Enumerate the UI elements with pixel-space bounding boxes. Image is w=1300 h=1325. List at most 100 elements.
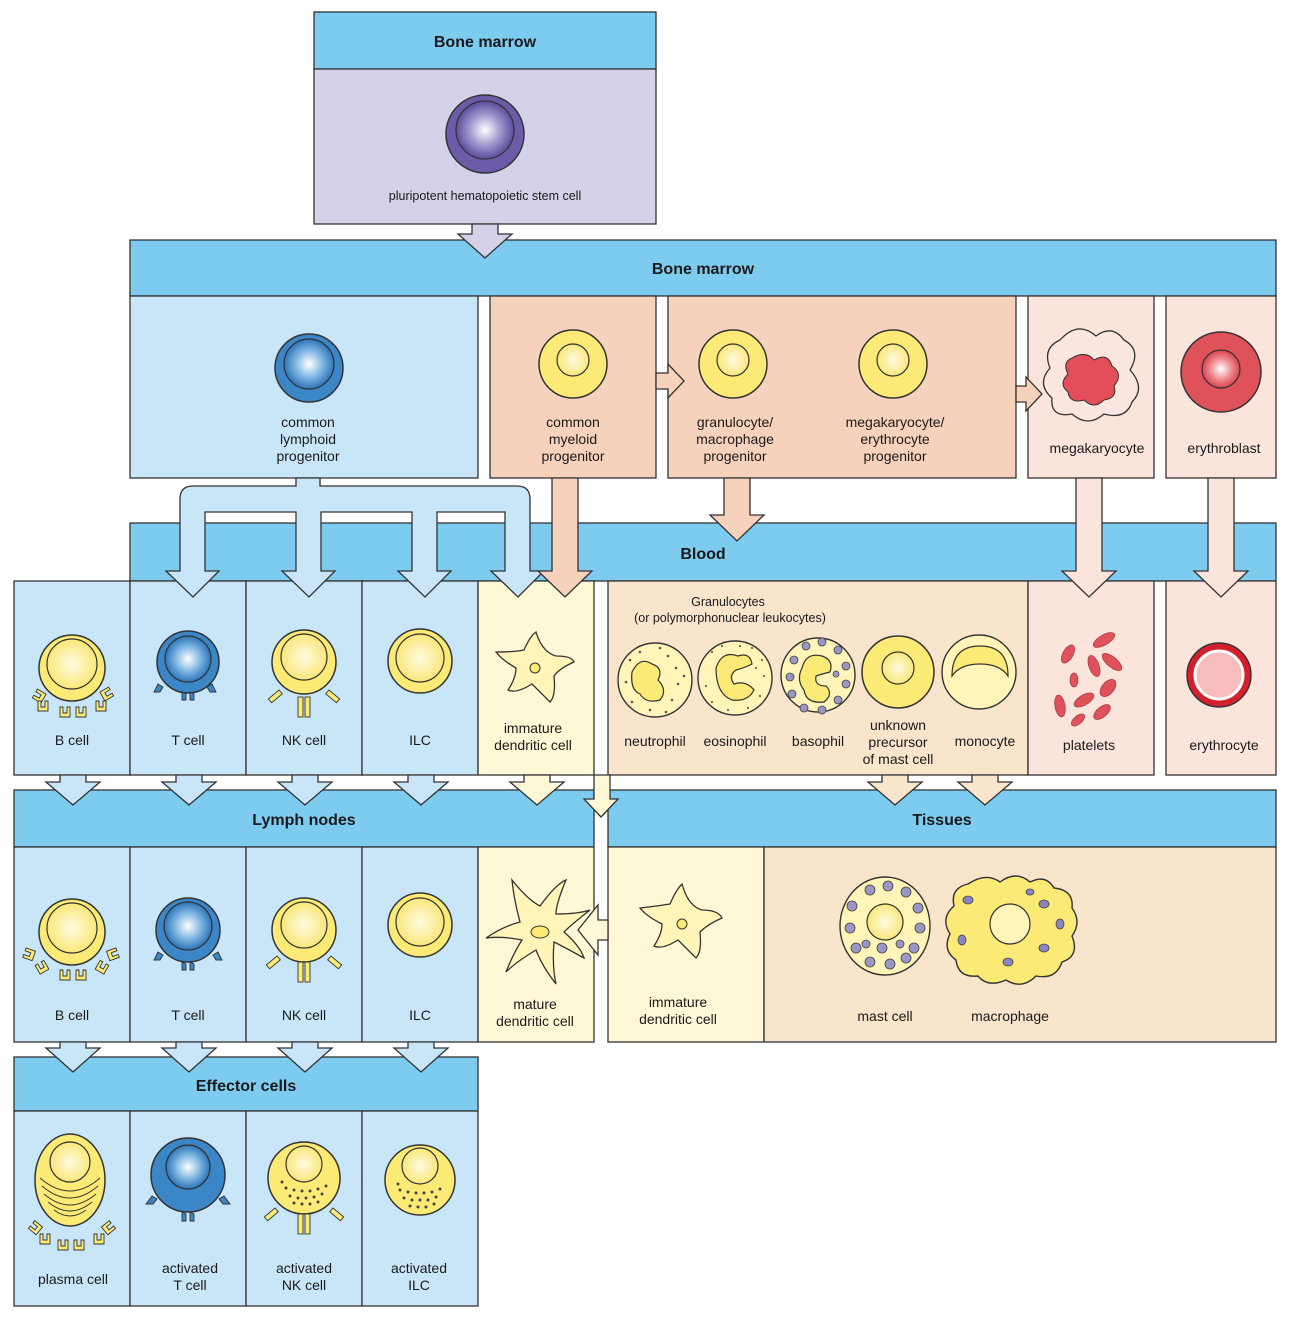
svg-text:common: common [546,414,600,430]
blood-t-cell-label: T cell [171,732,204,748]
me-progenitor-icon [858,329,928,399]
blood-ilc-label: ILC [409,732,431,748]
mature-dc-label: mature dendritic cell [496,996,574,1029]
svg-text:unknown: unknown [870,717,926,733]
stem-cell-icon [445,94,525,174]
bone-marrow-top-title: Bone marrow [434,34,537,51]
svg-text:lymphoid: lymphoid [280,431,336,447]
lymphoid-progenitor-label: common lymphoid progenitor [276,414,339,464]
arrow-blood-dc-to-lymph [508,774,566,806]
lymph-b-cell-label: B cell [55,1007,89,1023]
panel-platelets [1027,580,1155,776]
platelets-label: platelets [1063,737,1115,753]
mast-precursor-label: unknown precursor of mast cell [863,717,934,767]
basophil-icon [780,637,856,715]
blood-b-cell-icon [31,634,115,718]
activated-nk-cell-icon [263,1141,345,1235]
eosinophil-label: eosinophil [703,733,766,749]
gm-progenitor-label: granulocyte/ macrophage progenitor [696,414,774,464]
lymph-t-cell-icon [153,897,223,971]
svg-text:progenitor: progenitor [541,448,604,464]
plasma-cell-icon [27,1133,117,1251]
svg-text:immature: immature [649,994,708,1010]
arrow-lymph-nk-to-effector [276,1041,334,1073]
plasma-cell-label: plasma cell [38,1271,108,1287]
erythrocyte-icon [1186,642,1252,708]
macrophage-icon [945,875,1078,985]
arrow-blood-b-to-lymph [44,774,102,806]
svg-text:myeloid: myeloid [549,431,597,447]
arrow-tissue-dc-to-mature [577,903,609,957]
arrow-blood-ilc-to-lymph [392,774,450,806]
svg-text:dendritic cell: dendritic cell [639,1011,717,1027]
lymph-b-cell-icon [22,898,120,981]
svg-text:dendritic cell: dendritic cell [496,1013,574,1029]
erythrocyte-label: erythrocyte [1189,737,1258,753]
svg-text:mature: mature [513,996,557,1012]
lymph-ilc-icon [387,892,453,958]
arrow-blood-nk-to-lymph [276,774,334,806]
tissues-title: Tissues [912,812,971,829]
neutrophil-label: neutrophil [624,733,686,749]
svg-text:activated: activated [276,1260,332,1276]
erythroblast-icon [1180,331,1262,413]
blood-title: Blood [680,546,725,563]
activated-t-label: activated T cell [162,1260,218,1293]
arrow-myeloid-to-gm [655,362,685,400]
svg-text:progenitor: progenitor [863,448,926,464]
header-bone-marrow [129,239,1277,297]
blood-immature-dc-icon [494,630,575,703]
svg-text:T cell: T cell [173,1277,206,1293]
header-bone-marrow-top [313,11,657,70]
svg-text:erythrocyte: erythrocyte [860,431,929,447]
svg-text:Granulocytes: Granulocytes [691,595,765,609]
myeloid-progenitor-label: common myeloid progenitor [541,414,604,464]
lymphoid-progenitor-icon [274,333,344,403]
arrow-dc-to-tissue [582,774,620,818]
panel-blood-immature-dc [477,580,595,776]
svg-text:NK cell: NK cell [282,1277,326,1293]
arrow-lymphoid-branches [164,477,546,598]
blood-ilc-icon [387,628,453,694]
mast-cell-icon [839,876,931,976]
blood-nk-cell-label: NK cell [282,732,326,748]
monocyte-label: monocyte [955,733,1016,749]
arrow-monocyte-to-tissue [956,774,1014,806]
svg-text:ILC: ILC [408,1277,430,1293]
svg-text:progenitor: progenitor [276,448,339,464]
mast-cell-label: mast cell [857,1008,912,1024]
activated-ilc-label: activated ILC [391,1260,447,1293]
svg-text:megakaryocyte/: megakaryocyte/ [846,414,945,430]
svg-text:immature: immature [504,720,563,736]
arrow-lymph-ilc-to-effector [392,1041,450,1073]
blood-nk-cell-icon [267,629,341,718]
tissue-immature-dc-label: immature dendritic cell [639,994,717,1027]
platelets-icon [1054,632,1123,727]
granulocytes-title: Granulocytes (or polymorphonuclear leuko… [634,595,826,625]
lymph-ilc-label: ILC [409,1007,431,1023]
panel-lymph-nk-cell [245,846,363,1043]
arrow-lymph-b-to-effector [44,1041,102,1073]
stem-cell-label: pluripotent hematopoietic stem cell [389,189,581,203]
svg-text:precursor: precursor [868,734,927,750]
arrow-mast-precursor-to-tissue [866,774,924,806]
bone-marrow-title: Bone marrow [652,261,755,278]
neutrophil-icon [617,642,693,718]
tissue-immature-dc-icon [638,882,723,959]
basophil-label: basophil [792,733,844,749]
lymph-nodes-title: Lymph nodes [252,812,356,829]
lymph-nk-cell-icon [265,897,343,983]
arrow-me-to-megakaryocyte [1015,375,1043,413]
arrow-megakaryocyte-to-platelets [1060,477,1118,598]
arrow-lymph-t-to-effector [160,1041,218,1073]
svg-text:activated: activated [162,1260,218,1276]
megakaryocyte-icon [1042,328,1140,422]
svg-text:of mast cell: of mast cell [863,751,934,767]
gm-progenitor-icon [698,329,768,399]
activated-nk-label: activated NK cell [276,1260,332,1293]
megakaryocyte-label: megakaryocyte [1050,440,1145,456]
svg-text:macrophage: macrophage [696,431,774,447]
effector-cells-title: Effector cells [196,1078,297,1095]
svg-text:(or polymorphonuclear leukocyt: (or polymorphonuclear leukocytes) [634,611,826,625]
